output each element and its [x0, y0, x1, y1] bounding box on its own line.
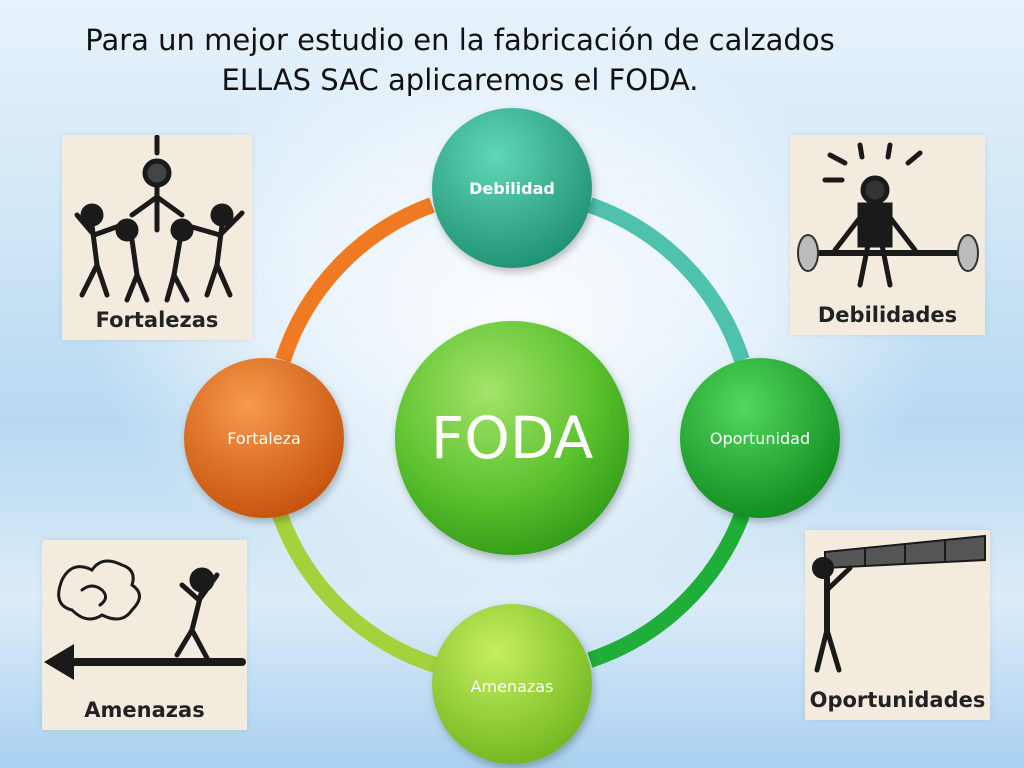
node-amenazas: Amenazas [432, 604, 592, 764]
fortalezas-caption: Fortalezas [95, 308, 219, 332]
ring-arc-bottom-left [272, 512, 438, 673]
node-debilidad: Debilidad [432, 108, 592, 268]
telescope-icon [812, 534, 986, 673]
ring-arc-top-right [587, 197, 750, 363]
fortalezas-picture: Fortalezas [62, 135, 252, 340]
ring-arc-top-left [275, 197, 435, 363]
oportunidades-caption: Oportunidades [809, 688, 986, 712]
node-fortaleza: Fortaleza [184, 358, 344, 518]
weightlifter-icon [797, 142, 979, 288]
center-label: FODA [431, 404, 594, 472]
node-debilidad-label: Debilidad [469, 179, 555, 198]
node-amenazas-label: Amenazas [471, 677, 554, 696]
title-line-2: ELLAS SAC aplicaremos el FODA. [221, 63, 699, 97]
debilidades-picture: Debilidades [790, 135, 985, 335]
cycle-ring [272, 197, 750, 673]
oportunidades-picture: Oportunidades [805, 530, 990, 720]
debilidades-caption: Debilidades [817, 303, 958, 327]
amenazas-picture: Amenazas [42, 540, 247, 730]
amenazas-caption: Amenazas [84, 698, 205, 722]
title-line-1: Para un mejor estudio en la fabricación … [85, 23, 835, 57]
center-node: FODA [395, 321, 629, 555]
node-oportunidad-label: Oportunidad [710, 429, 810, 448]
slide-title: Para un mejor estudio en la fabricación … [30, 20, 890, 100]
node-fortaleza-label: Fortaleza [227, 429, 301, 448]
team-lifting-icon [74, 135, 245, 303]
ring-arc-bottom-right [587, 512, 750, 668]
storm-runner-icon [44, 559, 246, 680]
node-oportunidad: Oportunidad [680, 358, 840, 518]
